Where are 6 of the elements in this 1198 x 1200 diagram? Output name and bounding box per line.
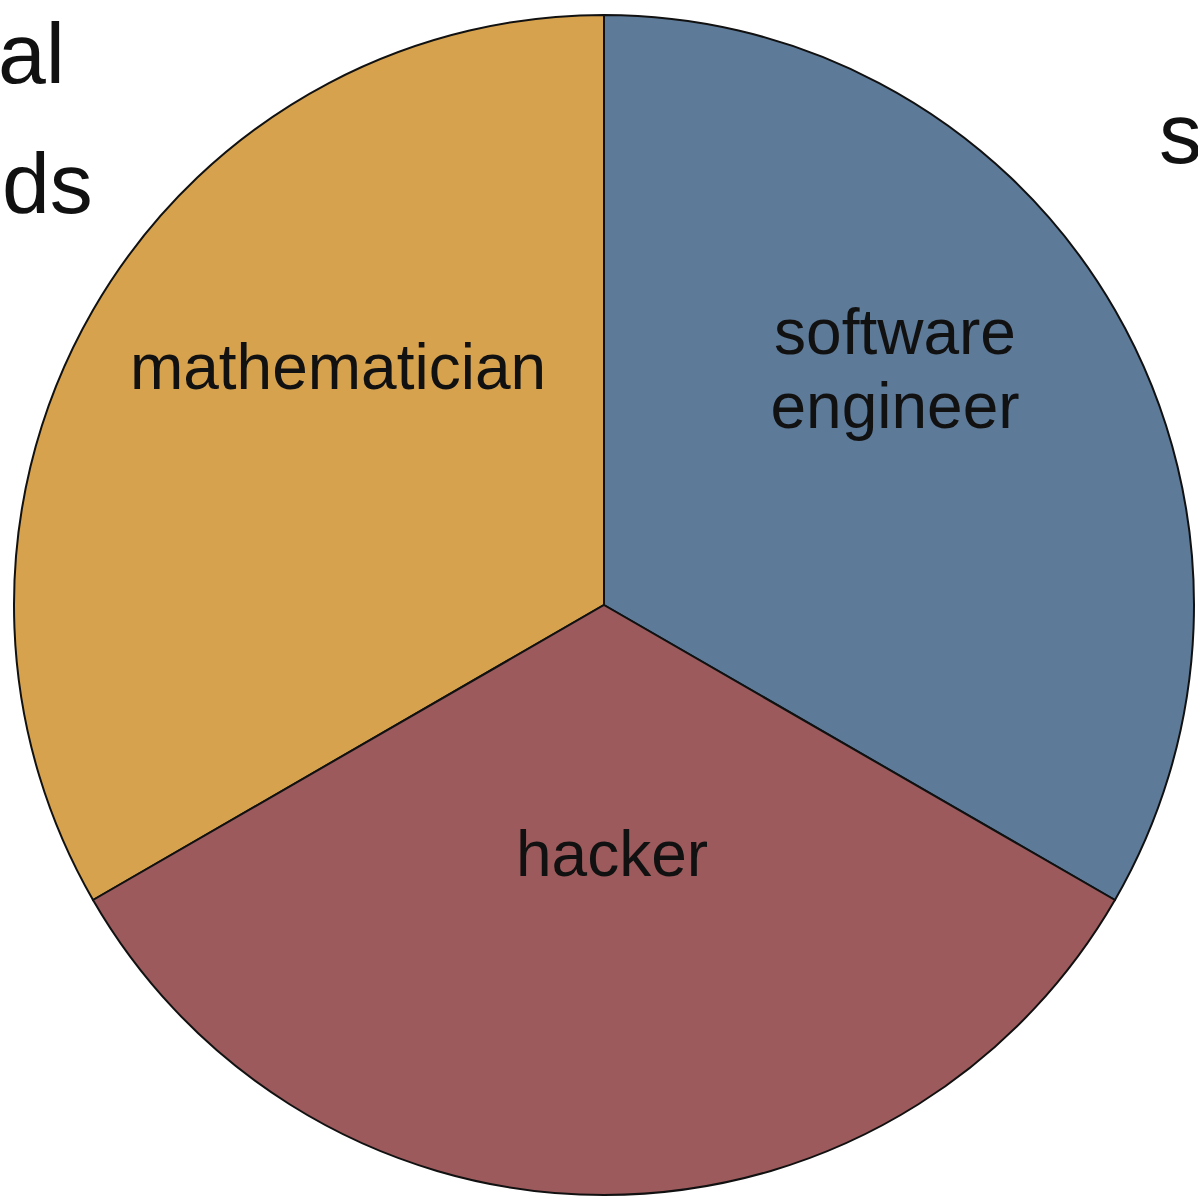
pie-slice [93,605,1115,1195]
slice-label: mathematician [129,331,547,405]
slice-label: software engineer [769,296,1021,444]
slice-label: hacker [515,818,709,892]
cut-off-text: al [0,10,65,96]
cut-off-text: ds [2,140,93,226]
